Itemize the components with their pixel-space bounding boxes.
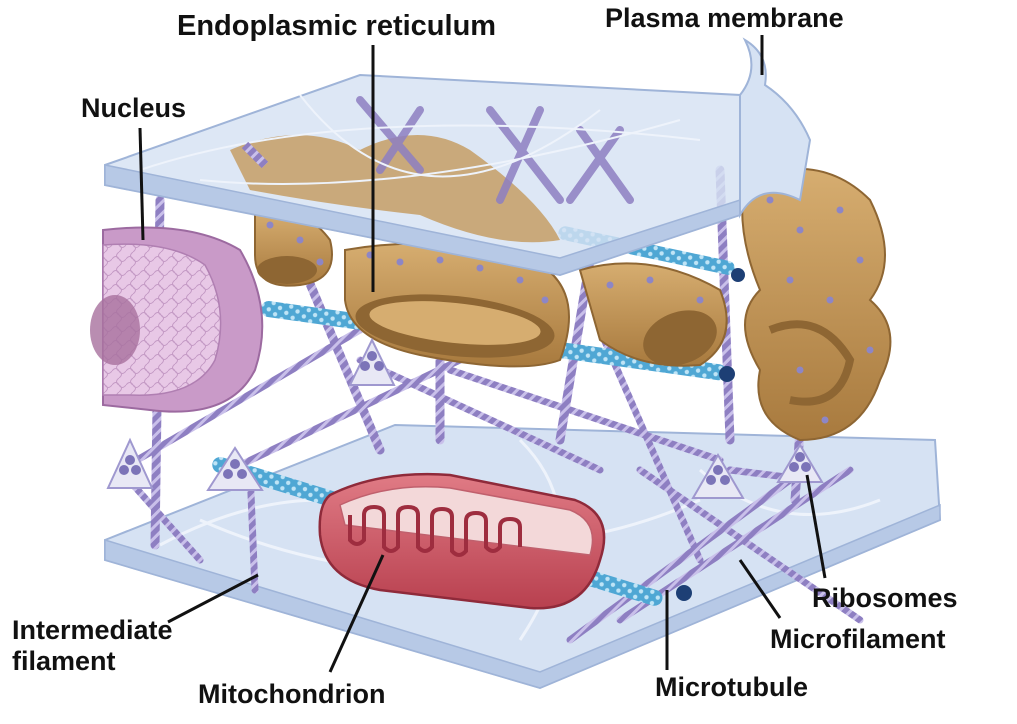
endoplasmic-reticulum [254,167,892,442]
label-mitochondrion: Mitochondrion [198,679,386,709]
leader-mitochondrion [328,554,385,673]
ribosome-dots [266,196,874,424]
mitochondrion [318,472,606,610]
microtubule-end [731,268,745,282]
ribosome-cluster [106,437,154,489]
label-microfilament: Microfilament [770,624,946,654]
label-microtubule: Microtubule [655,672,808,702]
ribosome-cluster [348,337,396,386]
nucleus [90,226,264,413]
leader-intermediate-filament [167,573,259,624]
label-intermediate-filament-line1: Intermediate [12,615,173,645]
plasma-membrane-curl [739,37,812,219]
ribosome-cluster [691,453,745,499]
ribosome-clusters [106,337,824,499]
leader-ribosomes [805,474,827,579]
microtubule-end [719,366,735,382]
label-endoplasmic-reticulum: Endoplasmic reticulum [177,10,497,42]
label-plasma-membrane: Plasma membrane [605,3,844,33]
label-ribosomes: Ribosomes [812,583,958,613]
leader-lines [138,35,827,673]
top-membrane-sheet [104,73,741,277]
label-nucleus: Nucleus [81,93,187,123]
microtubule-end [676,585,692,601]
label-intermediate-filament-line2: filament [12,646,116,676]
leader-nucleus [138,127,145,241]
leader-microfilament [738,559,782,619]
ribosome-cluster [206,446,264,491]
ribosome-cluster [776,443,824,483]
